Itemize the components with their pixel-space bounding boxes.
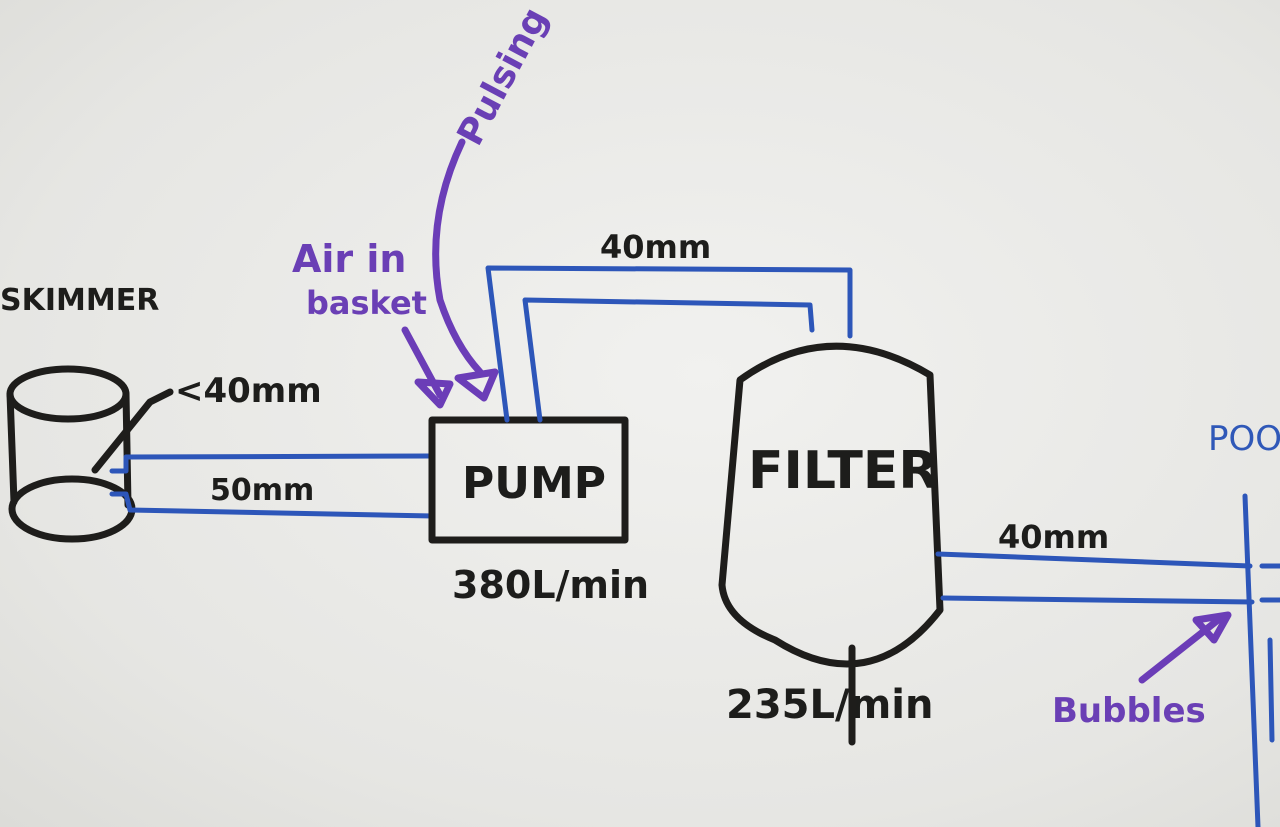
filter-tank <box>718 342 944 668</box>
skimmer-shape <box>6 365 136 543</box>
air-arrowhead <box>414 378 454 409</box>
filter-to-pool-pipe <box>935 551 1255 605</box>
pulsing-arrow <box>432 138 484 376</box>
bubbles-annotation: Bubbles <box>1052 691 1206 731</box>
filter-label: FILTER <box>748 441 938 501</box>
pump-filter-pipe-size-label: 40mm <box>600 228 711 266</box>
bubbles-arrowhead <box>1192 611 1232 644</box>
filter-pool-pipe-size-label: 40mm <box>998 518 1109 556</box>
skimmer-label: SKIMMER <box>0 283 159 318</box>
basket-annotation: basket <box>306 284 427 322</box>
air-in-annotation: Air in <box>292 237 406 281</box>
skimmer-to-pump-pipe <box>109 453 436 519</box>
pump-to-filter-pipe <box>485 265 853 423</box>
pump-flow-rate: 380L/min <box>452 563 649 607</box>
small-pipe-pointer <box>91 388 174 474</box>
pool-label: POO <box>1208 419 1280 459</box>
pump-box <box>428 416 629 544</box>
pulsing-annotation: Pulsing <box>450 1 556 152</box>
pulsing-arrowhead <box>454 368 499 402</box>
filter-flow-rate: 235L/min <box>726 682 933 728</box>
pool-wall <box>1242 493 1280 827</box>
skimmer-pipe-size-label: 50mm <box>210 473 314 508</box>
small-pipe-size-label: <40mm <box>175 371 322 411</box>
pump-label: PUMP <box>462 458 606 509</box>
